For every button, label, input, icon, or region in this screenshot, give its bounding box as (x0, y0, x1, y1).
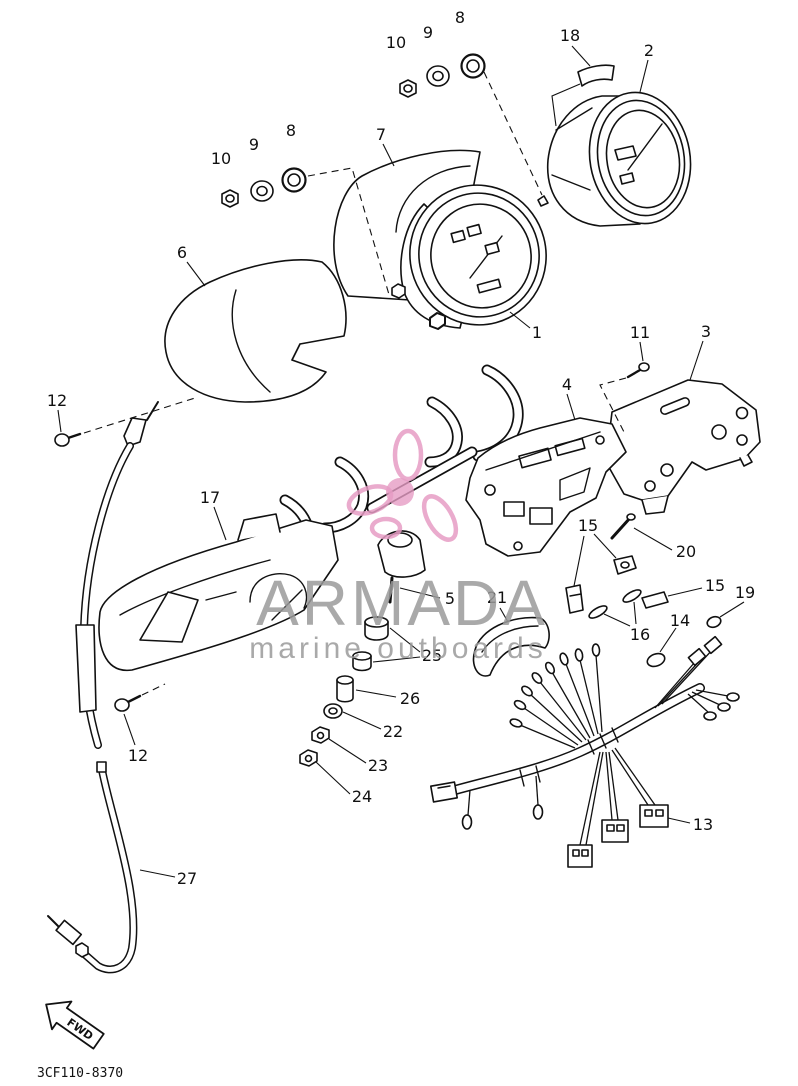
callout-label: 8 (455, 8, 465, 27)
callout-label: 19 (735, 583, 755, 602)
callout-label: 10 (386, 33, 406, 52)
callout-label: 14 (670, 611, 690, 630)
forward-arrow: FWD (45, 1000, 105, 1050)
part-12-screw-lower (114, 683, 166, 712)
part-27-cable (47, 401, 159, 974)
callout-label: 13 (693, 815, 713, 834)
part-6-cover (164, 259, 347, 403)
callout-label: 16 (630, 625, 650, 644)
callout-label: 22 (383, 722, 403, 741)
part-11-screw (599, 362, 650, 433)
part-1-gauge (391, 184, 547, 330)
callout-label: 12 (47, 391, 67, 410)
part-12-screw-upper (54, 397, 196, 447)
callout-label: 7 (376, 125, 386, 144)
callout-label: 18 (560, 26, 580, 45)
part-13-wire-harness (429, 635, 740, 868)
part-17-housing (98, 513, 339, 672)
callout-label: 3 (701, 322, 711, 341)
callout-label: 21 (487, 588, 507, 607)
callout-label: 23 (368, 756, 388, 775)
part-18-piece (551, 64, 615, 127)
watermark-logo-icon (346, 428, 459, 542)
watermark-brand: ARMADA (256, 567, 548, 639)
callout-label: 25 (422, 646, 442, 665)
watermark-tagline: marine outboards (249, 632, 546, 665)
grommets-and-nuts (299, 616, 389, 767)
callout-label: 9 (423, 23, 433, 42)
callout-label: 9 (249, 135, 259, 154)
leader-lines (57, 45, 745, 878)
callout-label: 8 (286, 121, 296, 140)
bulbs-and-sockets (565, 513, 722, 668)
callout-labels: 10 9 8 18 2 10 9 8 7 6 1 11 3 12 4 17 15… (47, 8, 755, 888)
callout-label: 5 (445, 589, 455, 608)
callout-label: 6 (177, 243, 187, 262)
watermark: ARMADA marine outboards (249, 428, 548, 665)
callout-label: 10 (211, 149, 231, 168)
washer-group-upper (399, 53, 543, 196)
callout-label: 26 (400, 689, 420, 708)
callout-label: 11 (630, 323, 650, 342)
callout-label: 4 (562, 375, 572, 394)
washer-group-lower (221, 167, 391, 299)
part-2-gauge (537, 91, 692, 227)
callout-label: 12 (128, 746, 148, 765)
part-21-plate (472, 616, 550, 677)
callout-label: 15 (578, 516, 598, 535)
drawing-number: 3CF110-8370 (37, 1066, 123, 1081)
callout-label: 27 (177, 869, 197, 888)
callout-label: 24 (352, 787, 372, 806)
callout-label: 20 (676, 542, 696, 561)
callout-label: 15 (705, 576, 725, 595)
callout-label: 17 (200, 488, 220, 507)
part-3-bracket (605, 379, 761, 515)
callout-label: 2 (644, 41, 654, 60)
part-4-bracket (465, 417, 627, 557)
callout-label: 1 (532, 323, 542, 342)
